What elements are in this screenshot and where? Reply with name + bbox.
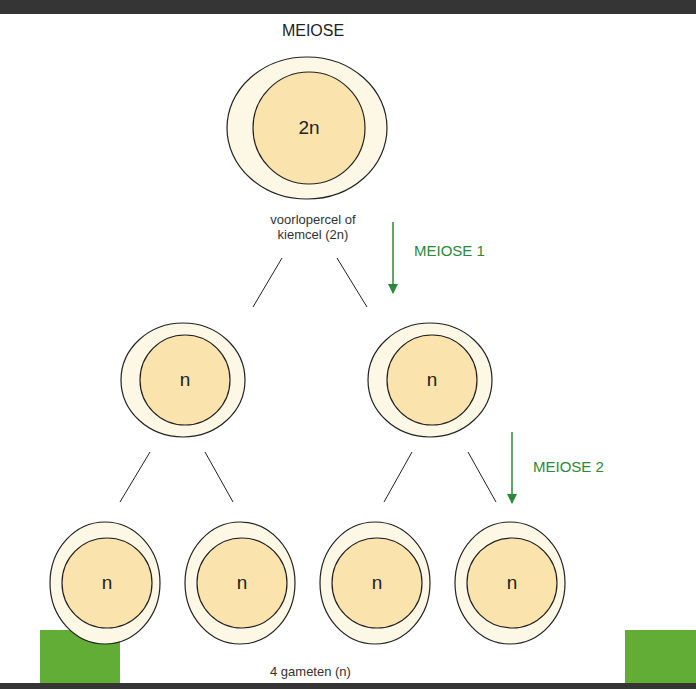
green-block bbox=[625, 630, 696, 683]
ploidy-label: n bbox=[184, 573, 300, 592]
phase-arrow bbox=[392, 222, 394, 293]
phase-arrow bbox=[511, 432, 513, 503]
division-line bbox=[337, 258, 367, 307]
division-line bbox=[205, 452, 233, 502]
cell-caption: voorlopercel of kiemcel (2n) bbox=[263, 212, 363, 242]
cell-node: n bbox=[184, 521, 296, 645]
ploidy-label: n bbox=[49, 573, 165, 592]
division-line bbox=[384, 452, 412, 502]
phase-arrow-head bbox=[507, 494, 517, 504]
ploidy-label: n bbox=[454, 573, 570, 592]
phase-arrow-head bbox=[388, 284, 398, 294]
ploidy-label: n bbox=[120, 370, 250, 389]
division-line bbox=[468, 452, 496, 502]
cell-node: n bbox=[454, 521, 566, 645]
ploidy-label: 2n bbox=[226, 118, 392, 137]
phase-label: MEIOSE 2 bbox=[533, 458, 604, 475]
result-label: 4 gameten (n) bbox=[270, 664, 351, 679]
bottom-bar bbox=[0, 683, 696, 689]
cell-node: n bbox=[367, 322, 493, 438]
phase-label: MEIOSE 1 bbox=[414, 242, 485, 259]
cell-node: n bbox=[49, 521, 161, 645]
ploidy-label: n bbox=[319, 573, 435, 592]
cell-node: n bbox=[120, 322, 246, 438]
cell-node: n bbox=[319, 521, 431, 645]
cell-node: 2nvoorlopercel of kiemcel (2n) bbox=[226, 56, 388, 246]
division-line bbox=[120, 452, 150, 502]
top-bar bbox=[0, 0, 696, 14]
diagram-title: MEIOSE bbox=[0, 22, 626, 40]
division-line bbox=[253, 258, 282, 307]
ploidy-label: n bbox=[367, 370, 497, 389]
